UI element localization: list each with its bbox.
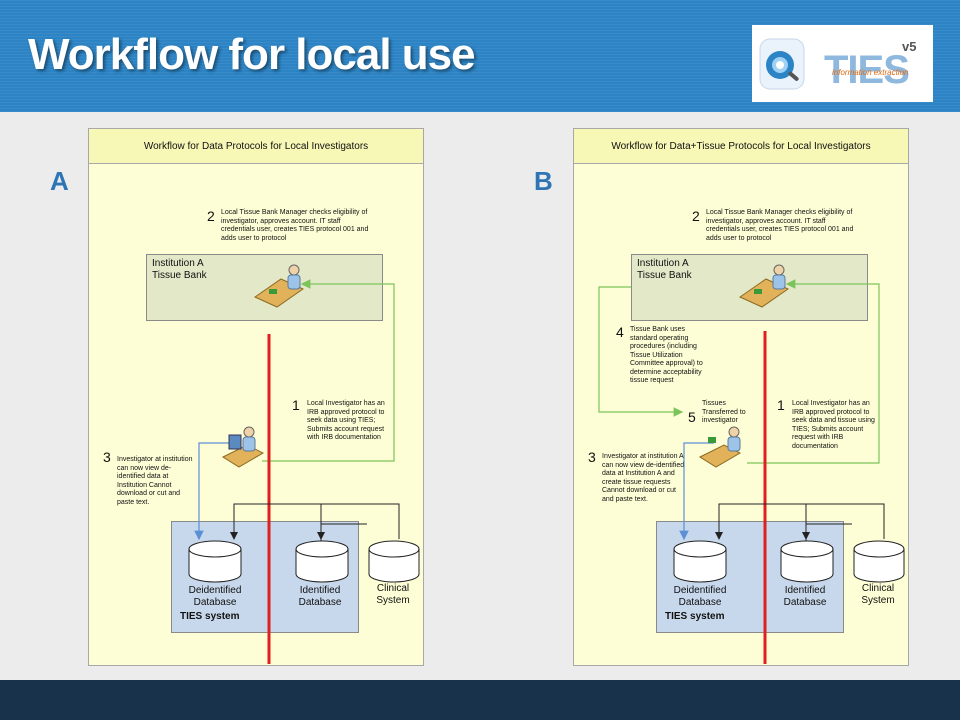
clinical-system-label: Clinical System (861, 583, 895, 606)
identified-database-cylinder (295, 540, 349, 583)
ties-logo-graphic: TIES v5 information extraction (759, 38, 916, 92)
step-1-number: 1 (292, 397, 300, 413)
panel-b-diagram (598, 264, 905, 664)
black-flow-top (233, 503, 400, 539)
clinical-system-label: Clinical System (376, 583, 410, 606)
identified-database-label: Identified Database (298, 585, 342, 608)
institution-label: Institution A Tissue Bank (637, 258, 692, 281)
step-3-number: 3 (588, 449, 596, 465)
step-1-text: Local Investigator has an IRB approved p… (792, 400, 875, 450)
logo-text: TIES (824, 48, 909, 92)
panel-b-letter: B (534, 166, 553, 196)
deidentified-database-cylinder (673, 540, 727, 583)
step-2-number: 2 (692, 208, 700, 224)
deidentified-database-label: Deidentified Database (673, 585, 727, 608)
deidentified-database-cylinder (188, 540, 242, 583)
green-request-arrow (262, 279, 395, 462)
ties-system-label: TIES system (180, 611, 240, 622)
header-bar: Workflow for local use TIES v5 informati… (0, 0, 960, 112)
clinical-system-cylinder (853, 540, 905, 583)
institution-label: Institution A Tissue Bank (152, 258, 207, 281)
clinical-system-cylinder (368, 540, 420, 583)
blue-view-arrow (679, 442, 714, 541)
step-3-number: 3 (103, 449, 111, 465)
step-5-text: Tissues Transferred to investigator (702, 400, 746, 424)
identified-database-cylinder (780, 540, 834, 583)
ties-logo: TIES v5 information extraction (752, 25, 933, 102)
identified-database-label: Identified Database (783, 585, 827, 608)
black-flow-top (718, 503, 885, 539)
green-request-arrow (747, 279, 880, 464)
panel-b-heading: Workflow for Data+Tissue Protocols for L… (574, 129, 908, 164)
step-2-text: Local Tissue Bank Manager checks eligibi… (221, 209, 369, 242)
panel-a-diagram (188, 264, 420, 664)
panel-a-letter: A (50, 166, 69, 196)
step-3-text: Investigator at institution A can now vi… (602, 453, 685, 503)
tissue-bank-manager-icon (738, 264, 790, 308)
institution-box: Institution A Tissue Bank (631, 254, 868, 321)
step-2-number: 2 (207, 208, 215, 224)
slide-title: Workflow for local use (28, 30, 476, 79)
logo-tagline: information extraction (832, 68, 909, 77)
step-3-text: Investigator at institution can now view… (117, 456, 193, 506)
step-1-text: Local Investigator has an IRB approved p… (307, 400, 385, 441)
investigator-icon (221, 426, 265, 468)
step-4-number: 4 (616, 324, 624, 340)
deidentified-database-label: Deidentified Database (188, 585, 242, 608)
footer-bar (0, 680, 960, 720)
ties-system-label: TIES system (665, 611, 725, 622)
panel-b: Workflow for Data+Tissue Protocols for L… (573, 128, 909, 666)
step-5-number: 5 (688, 409, 696, 425)
tissue-bank-manager-icon (253, 264, 305, 308)
green-tissue-transfer-arrow (598, 286, 684, 417)
step-1-number: 1 (777, 397, 785, 413)
step-4-text: Tissue Bank uses standard operating proc… (630, 326, 703, 384)
step-2-text: Local Tissue Bank Manager checks eligibi… (706, 209, 854, 242)
panel-a: Workflow for Data Protocols for Local In… (88, 128, 424, 666)
institution-box: Institution A Tissue Bank (146, 254, 383, 321)
panel-a-heading: Workflow for Data Protocols for Local In… (89, 129, 423, 164)
logo-version: v5 (902, 39, 916, 54)
blue-view-arrow (194, 442, 229, 541)
investigator-icon (698, 426, 742, 468)
